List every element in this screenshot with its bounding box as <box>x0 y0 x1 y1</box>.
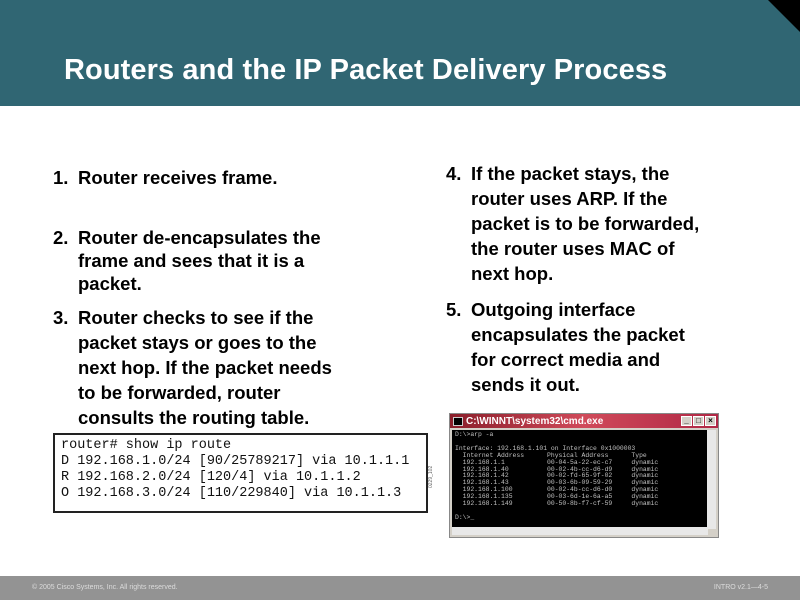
step-text: If the packet stays, the router uses ARP… <box>471 163 700 284</box>
step-5: 5. Outgoing interface encapsulates the p… <box>446 297 786 397</box>
step-text: Outgoing interface encapsulates the pack… <box>471 299 685 395</box>
step-number: 2. <box>53 227 69 248</box>
steps-right-column: 4. If the packet stays, the router uses … <box>446 161 786 397</box>
steps-left-column: 1. Router receives frame. 2. Router de-e… <box>53 165 423 430</box>
step-number: 5. <box>446 299 462 320</box>
step-number: 1. <box>53 167 69 188</box>
step-text: Router checks to see if the packet stays… <box>78 307 332 428</box>
cmd-window: C:\WINNT\system32\cmd.exe _ □ × D:\>arp … <box>449 413 719 538</box>
vertical-scrollbar[interactable] <box>707 430 716 529</box>
minimize-button[interactable]: _ <box>681 416 692 426</box>
horizontal-scrollbar[interactable] <box>452 527 708 535</box>
cmd-title-text: C:\WINNT\system32\cmd.exe <box>466 415 604 427</box>
cmd-titlebar[interactable]: C:\WINNT\system32\cmd.exe _ □ × <box>450 414 718 428</box>
header-corner-decoration <box>768 0 800 32</box>
close-button[interactable]: × <box>705 416 716 426</box>
figure-id: 0229_102 <box>428 465 434 488</box>
slide-header: Routers and the IP Packet Delivery Proce… <box>0 0 800 106</box>
step-3: 3. Router checks to see if the packet st… <box>53 305 423 430</box>
step-number: 3. <box>53 307 69 328</box>
slide-footer: © 2005 Cisco Systems, Inc. All rights re… <box>0 576 800 600</box>
step-text: Router de-encapsulates the frame and see… <box>78 227 321 294</box>
slide-id: INTRO v2.1—4-5 <box>713 584 768 591</box>
route-line: R 192.168.2.0/24 [120/4] via 10.1.1.2 <box>61 470 361 485</box>
step-text: Router receives frame. <box>78 167 278 188</box>
step-1: 1. Router receives frame. <box>53 165 423 190</box>
step-number: 4. <box>446 163 462 184</box>
route-line: D 192.168.1.0/24 [90/25789217] via 10.1.… <box>61 454 410 469</box>
step-2: 2. Router de-encapsulates the frame and … <box>53 226 423 295</box>
arp-output: D:\>arp -a Interface: 192.168.1.101 on I… <box>452 430 708 529</box>
cmd-app-icon <box>453 416 463 426</box>
route-line: O 192.168.3.0/24 [110/229840] via 10.1.1… <box>61 486 402 501</box>
maximize-button[interactable]: □ <box>693 416 704 426</box>
step-4: 4. If the packet stays, the router uses … <box>446 161 786 286</box>
slide-title: Routers and the IP Packet Delivery Proce… <box>64 54 668 86</box>
route-line: router# show ip route <box>61 438 232 453</box>
copyright-text: © 2005 Cisco Systems, Inc. All rights re… <box>32 584 178 591</box>
